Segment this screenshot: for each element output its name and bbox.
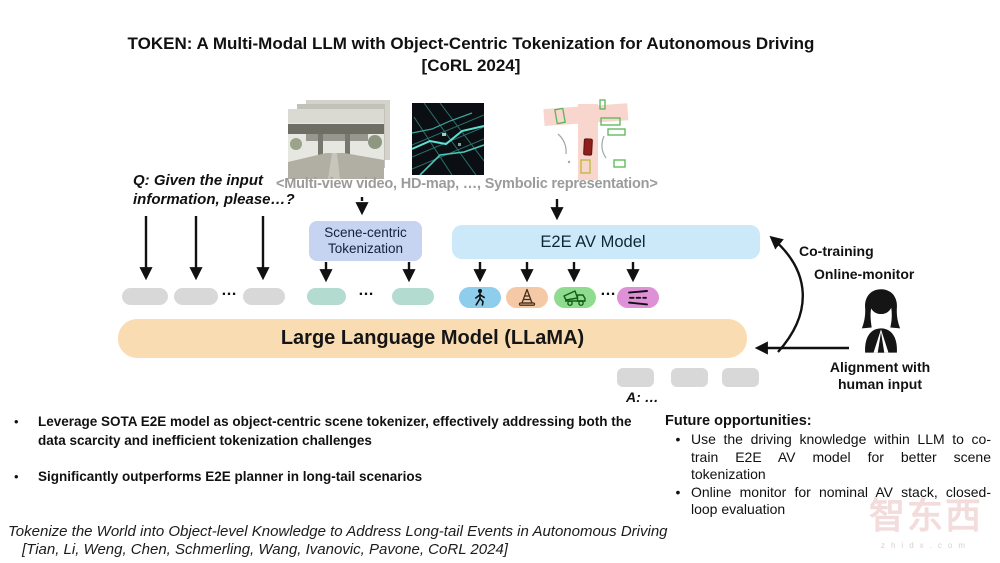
scene-centric-tokenization-label: Scene-centric Tokenization xyxy=(324,225,407,256)
title-line-2: [CoRL 2024] xyxy=(421,56,521,75)
symbolic-representation-image xyxy=(543,99,629,180)
multi-view-video-thumbnail xyxy=(288,100,392,180)
llm-box: Large Language Model (LLaMA) xyxy=(118,319,747,358)
dump-truck-icon xyxy=(563,290,586,307)
title-line-1: TOKEN: A Multi-Modal LLM with Object-Cen… xyxy=(127,34,815,53)
lane-markings-icon xyxy=(628,290,648,306)
symbolic-representation-thumbnail xyxy=(538,96,630,185)
scene-token-pill xyxy=(307,288,346,305)
human-figure xyxy=(853,286,909,359)
object-token-truck xyxy=(554,287,596,308)
bullet-text: Significantly outperforms E2E planner in… xyxy=(38,469,423,484)
list-item: Online monitor for nominal AV stack, clo… xyxy=(665,484,991,519)
pedestrian-icon xyxy=(475,289,485,306)
multi-view-video-image xyxy=(288,100,390,179)
future-opportunities: Future opportunities: Use the driving kn… xyxy=(665,413,991,519)
future-item-text: Use the driving knowledge within LLM to … xyxy=(691,431,991,482)
scene-token-pill xyxy=(392,288,434,305)
hd-map-thumbnail xyxy=(411,102,485,180)
future-item-text: Online monitor for nominal AV stack, clo… xyxy=(691,483,991,518)
bullet-text: Leverage SOTA E2E model as object-centri… xyxy=(38,414,632,448)
list-item: Use the driving knowledge within LLM to … xyxy=(665,431,991,484)
alignment-label: Alignment with human input xyxy=(829,359,931,392)
question-text: Q: Given the input information, please…? xyxy=(133,172,295,208)
list-item: Leverage SOTA E2E model as object-centri… xyxy=(14,413,646,450)
co-training-label: Co-training xyxy=(799,243,874,259)
answer-token-pill xyxy=(671,368,708,387)
online-monitor-label: Online-monitor xyxy=(814,266,915,282)
e2e-av-model-label: E2E AV Model xyxy=(540,232,646,251)
question-token-pill xyxy=(243,288,285,305)
traffic-cone-icon xyxy=(518,288,536,306)
list-item: Significantly outperforms E2E planner in… xyxy=(14,468,646,487)
llm-label: Large Language Model (LLaMA) xyxy=(280,327,585,349)
person-icon xyxy=(861,289,901,353)
inputs-caption: <Multi-view video, HD-map, …, Symbolic r… xyxy=(276,176,658,192)
object-token-pedestrian xyxy=(459,287,501,308)
e2e-av-model-box: E2E AV Model xyxy=(452,225,760,259)
ellipsis: … xyxy=(358,282,374,299)
scene-centric-tokenization-box: Scene-centric Tokenization xyxy=(309,221,422,261)
question-token-pill xyxy=(174,288,218,305)
hd-map-image xyxy=(411,102,485,176)
footer-citation: [Tian, Li, Weng, Chen, Schmerling, Wang,… xyxy=(22,541,508,558)
watermark-subtext: zhidx.com xyxy=(880,541,971,550)
future-opportunities-heading: Future opportunities: xyxy=(665,413,812,429)
answer-token-pill xyxy=(617,368,654,387)
footer-paper-title: Tokenize the World into Object-level Kno… xyxy=(8,523,668,540)
question-token-pill xyxy=(122,288,168,305)
ellipsis: … xyxy=(600,282,616,299)
object-token-lanes xyxy=(617,287,659,308)
object-token-cone xyxy=(506,287,548,308)
ellipsis: … xyxy=(221,282,237,299)
page-title: TOKEN: A Multi-Modal LLM with Object-Cen… xyxy=(0,33,942,77)
answer-label: A: … xyxy=(626,389,659,405)
key-points-list: Leverage SOTA E2E model as object-centri… xyxy=(14,413,646,487)
answer-token-pill xyxy=(722,368,759,387)
